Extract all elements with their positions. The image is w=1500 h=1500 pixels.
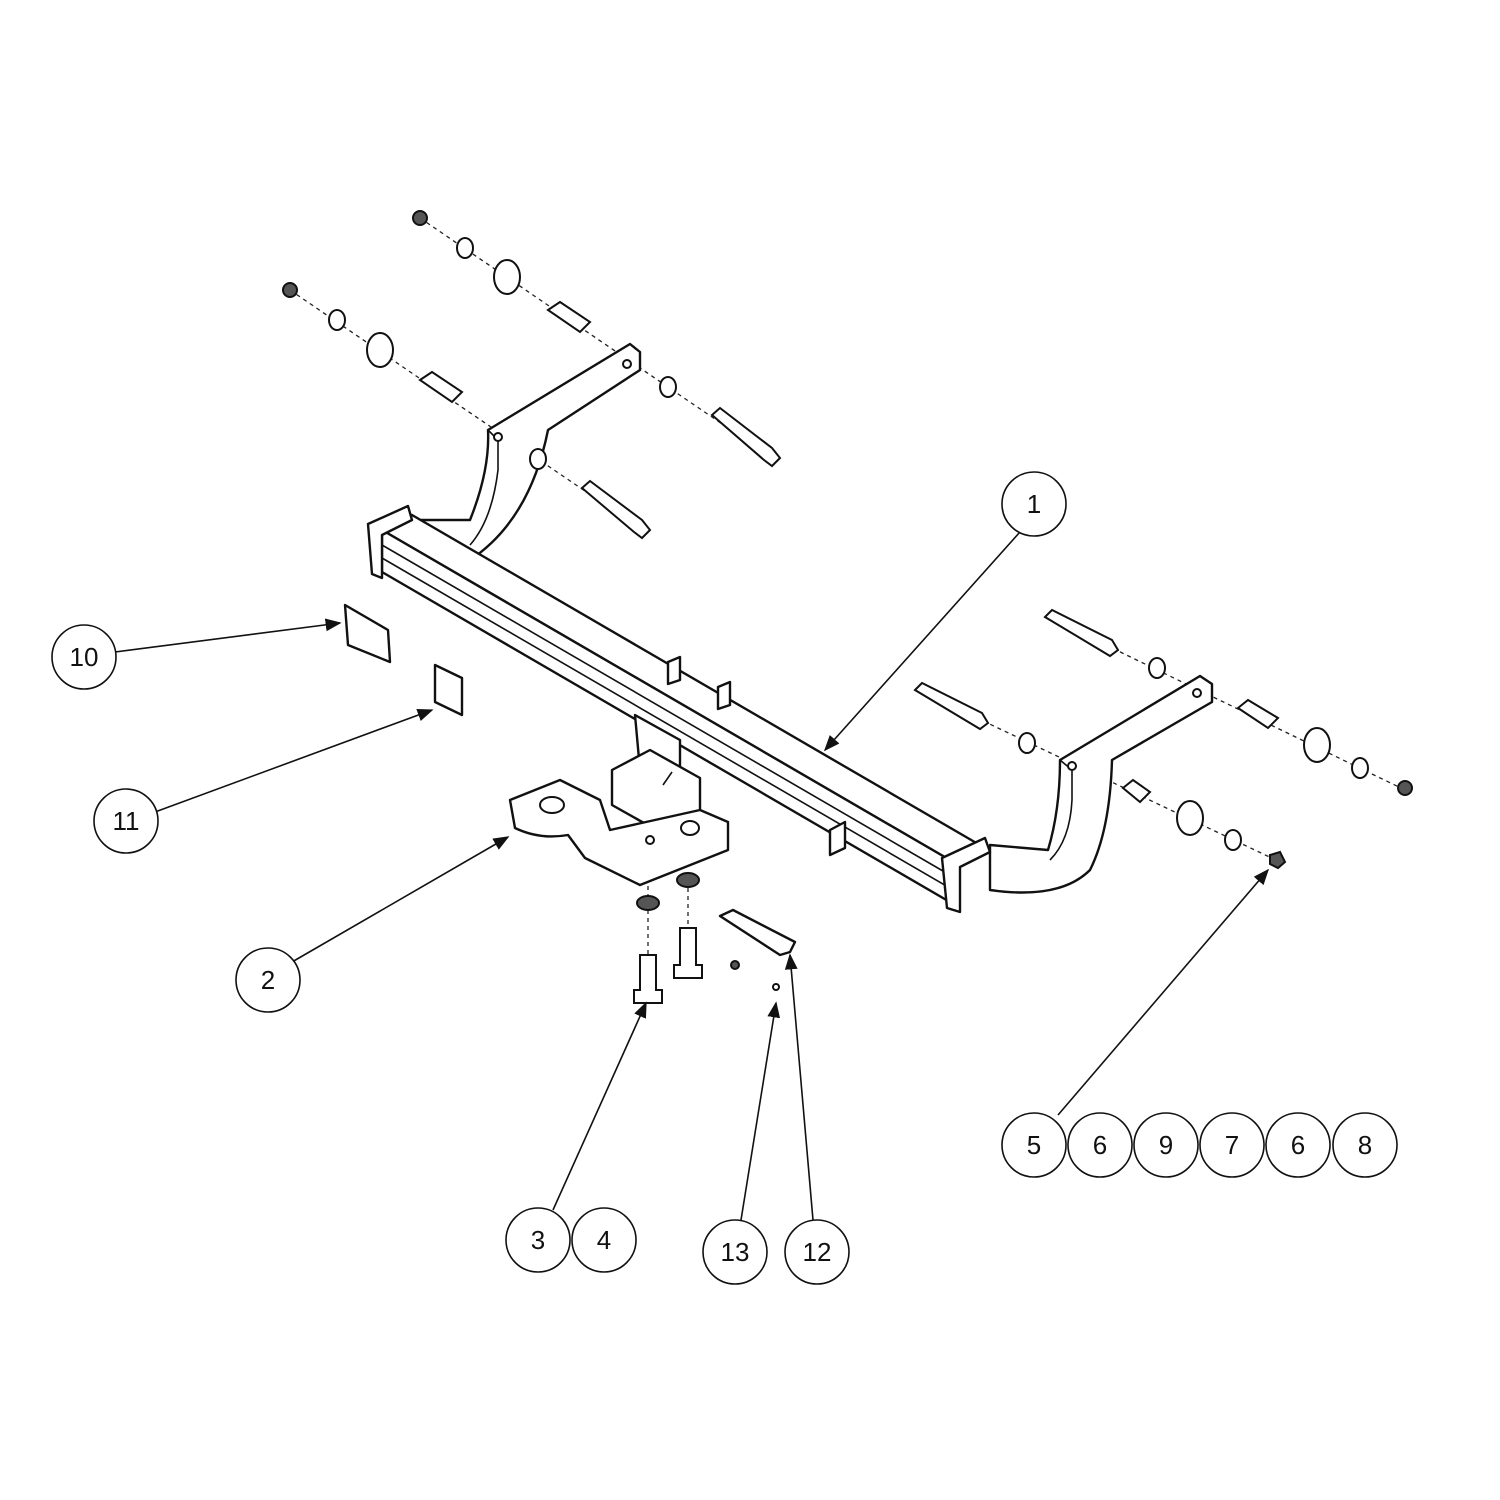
callout-11: 11 bbox=[93, 788, 159, 854]
svg-text:5: 5 bbox=[1027, 1130, 1041, 1160]
callout-2: 2 bbox=[235, 947, 301, 1013]
callout-3: 3 bbox=[505, 1207, 571, 1273]
tow-ball-bolts bbox=[633, 872, 703, 1004]
label-plates bbox=[343, 603, 464, 717]
callout-10: 10 bbox=[51, 624, 117, 690]
fastener-set-right-upper bbox=[1043, 608, 1413, 796]
callout-13: 13 bbox=[702, 1219, 768, 1285]
svg-text:8: 8 bbox=[1358, 1130, 1372, 1160]
callout-6a: 6 bbox=[1067, 1112, 1133, 1178]
callout-1: 1 bbox=[1001, 471, 1067, 537]
callout-6b: 6 bbox=[1265, 1112, 1331, 1178]
fastener-set-right-lower bbox=[913, 681, 1287, 870]
svg-text:9: 9 bbox=[1159, 1130, 1173, 1160]
cross-bar bbox=[366, 504, 992, 914]
svg-text:12: 12 bbox=[803, 1237, 832, 1267]
svg-text:13: 13 bbox=[721, 1237, 750, 1267]
svg-text:6: 6 bbox=[1291, 1130, 1305, 1160]
svg-text:7: 7 bbox=[1225, 1130, 1239, 1160]
tow-ball-mount bbox=[508, 655, 847, 887]
callout-4: 4 bbox=[571, 1207, 637, 1273]
socket-plate bbox=[718, 908, 797, 991]
svg-text:10: 10 bbox=[70, 642, 99, 672]
leader-lines bbox=[114, 531, 1270, 1221]
left-mounting-bracket bbox=[406, 342, 642, 562]
svg-text:1: 1 bbox=[1027, 489, 1041, 519]
fastener-set-left-lower bbox=[282, 282, 652, 540]
svg-text:3: 3 bbox=[531, 1225, 545, 1255]
fastener-set-left-upper bbox=[412, 210, 782, 468]
callout-8: 8 bbox=[1332, 1112, 1398, 1178]
callout-12: 12 bbox=[784, 1219, 850, 1285]
callout-5: 5 bbox=[1001, 1112, 1067, 1178]
svg-text:4: 4 bbox=[597, 1225, 611, 1255]
callout-7: 7 bbox=[1199, 1112, 1265, 1178]
right-mounting-bracket bbox=[988, 674, 1214, 894]
svg-text:6: 6 bbox=[1093, 1130, 1107, 1160]
svg-text:11: 11 bbox=[113, 806, 140, 836]
svg-text:2: 2 bbox=[261, 965, 275, 995]
callout-9: 9 bbox=[1133, 1112, 1199, 1178]
